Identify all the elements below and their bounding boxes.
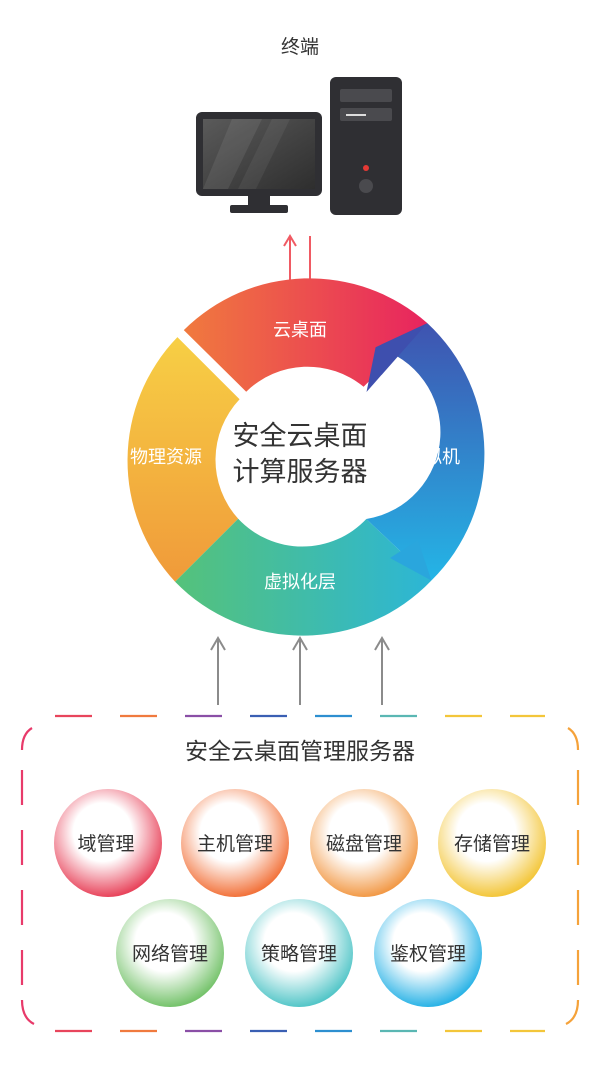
center-text-line1: 安全云桌面	[233, 421, 368, 452]
segment-label-physical-resources: 物理资源	[130, 447, 202, 468]
terminal-label: 终端	[281, 36, 319, 58]
management-module-host: 主机管理	[181, 789, 289, 897]
module-label: 网络管理	[132, 943, 208, 965]
module-label: 策略管理	[261, 943, 337, 965]
segment-label-virtualization-layer: 虚拟化层	[264, 572, 336, 593]
management-module-storage: 存储管理	[438, 789, 546, 897]
management-module-disk: 磁盘管理	[310, 789, 418, 897]
segment-label-cloud-desktop: 云桌面	[273, 320, 327, 341]
management-module-network: 网络管理	[116, 899, 224, 1007]
module-label: 主机管理	[197, 833, 273, 855]
ring-segment-physical-resources	[127, 337, 240, 582]
management-module-policy: 策略管理	[245, 899, 353, 1007]
management-module-domain: 域管理	[54, 789, 162, 897]
segment-label-virtual-machine: 虚拟机	[406, 447, 460, 468]
management-server-title: 安全云桌面管理服务器	[185, 739, 415, 765]
desktop-computer-icon	[196, 77, 402, 215]
management-module-authentication: 鉴权管理	[374, 899, 482, 1007]
center-text-line2: 计算服务器	[233, 457, 368, 488]
module-label: 鉴权管理	[390, 943, 466, 965]
ring-segment-virtual-machine	[366, 323, 485, 581]
ring-segment-cloud-desktop	[183, 278, 428, 392]
module-label: 磁盘管理	[326, 833, 402, 855]
ring-segment-virtualization-layer	[175, 518, 432, 636]
upward-arrows	[210, 636, 390, 705]
ring-arrowhead-right	[390, 540, 432, 581]
management-server-frame	[20, 714, 580, 1033]
ring-diagram: 安全云桌面 计算服务器 云桌面 虚拟机 虚拟化层 物理资源	[127, 278, 485, 636]
ring-arrowhead-top	[366, 323, 428, 392]
module-label: 存储管理	[454, 833, 530, 855]
module-label: 域管理	[77, 833, 134, 855]
